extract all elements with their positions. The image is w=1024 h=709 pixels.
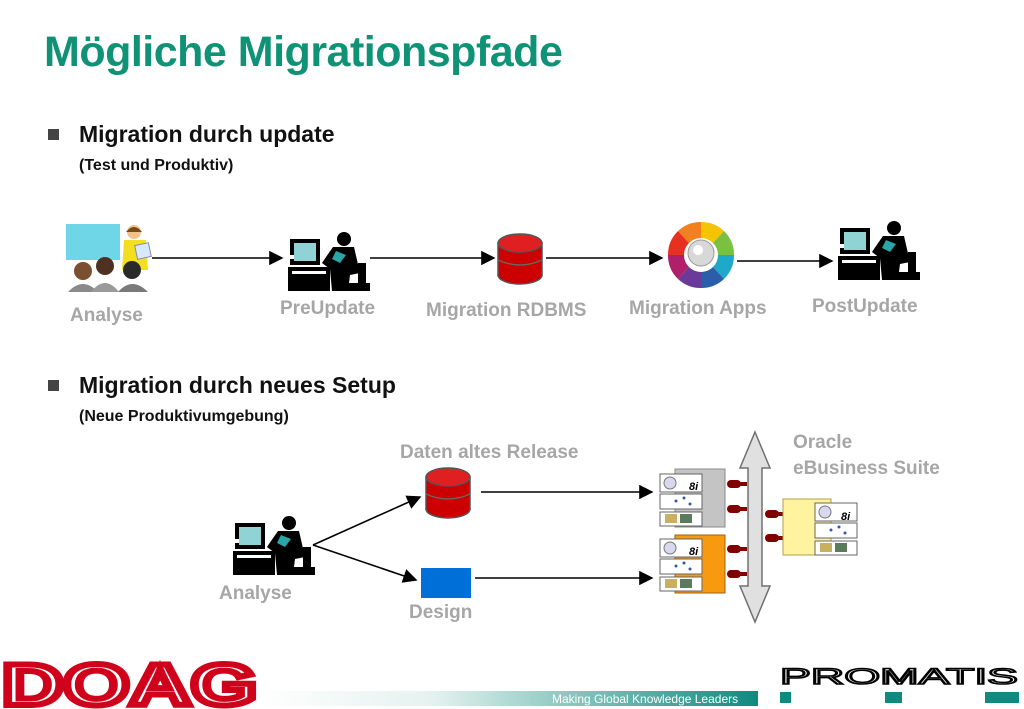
server-version: 8i — [841, 511, 851, 523]
flow-arrow — [312, 495, 422, 546]
bullet-icon — [48, 129, 59, 140]
bullet-icon — [48, 380, 59, 391]
workstation-icon — [288, 232, 370, 291]
footer-tagline: Making Global Knowledge Leaders — [552, 692, 738, 706]
label-oracle-ebusiness-suite: Oracle eBusiness Suite — [793, 432, 940, 479]
server-grey-icon: 8i — [659, 468, 726, 528]
connector-icon — [727, 570, 747, 578]
step-label-migration-apps: Migration Apps — [629, 298, 767, 319]
server-oracle-icon: 8i — [782, 498, 858, 556]
slide-title: Mögliche Migrationspfade — [44, 28, 563, 76]
workstation-icon — [838, 221, 920, 280]
promatis-square-icon — [985, 692, 1019, 703]
promatis-square-icon — [780, 692, 791, 703]
workstation-icon — [233, 516, 315, 575]
design-box-icon — [421, 568, 471, 598]
section-update-subheading: (Test und Produktiv) — [79, 157, 234, 174]
promatis-square-icon — [885, 692, 902, 703]
database-icon — [425, 467, 471, 519]
doag-logo: DOAG — [2, 653, 257, 709]
server-orange-icon: 8i — [659, 534, 726, 594]
connector-icon — [727, 545, 747, 553]
step-label-postupdate: PostUpdate — [812, 296, 918, 317]
step-label-analyse: Analyse — [70, 305, 143, 326]
server-version: 8i — [689, 481, 699, 493]
connector-icon — [765, 510, 785, 518]
label-design: Design — [409, 602, 473, 623]
presentation-icon — [66, 224, 152, 292]
label-analyse-setup: Analyse — [219, 583, 292, 604]
flow-arrow — [312, 544, 418, 583]
connector-icon — [727, 480, 747, 488]
footer-bar — [258, 691, 758, 706]
database-icon — [497, 233, 543, 285]
step-label-preupdate: PreUpdate — [280, 298, 376, 319]
section-setup-heading: Migration durch neues Setup — [79, 372, 396, 398]
bus-double-arrow-icon — [738, 430, 772, 624]
color-wheel-icon — [667, 221, 735, 289]
step-label-migration-rdbms: Migration RDBMS — [426, 300, 587, 321]
server-version: 8i — [689, 546, 699, 558]
section-setup-subheading: (Neue Produktivumgebung) — [79, 408, 289, 425]
label-daten-altes-release: Daten altes Release — [400, 442, 579, 463]
section-update-heading: Migration durch update — [79, 121, 335, 147]
promatis-logo: PROMATIS — [780, 664, 1018, 689]
connector-icon — [727, 505, 747, 513]
connector-icon — [765, 534, 785, 542]
